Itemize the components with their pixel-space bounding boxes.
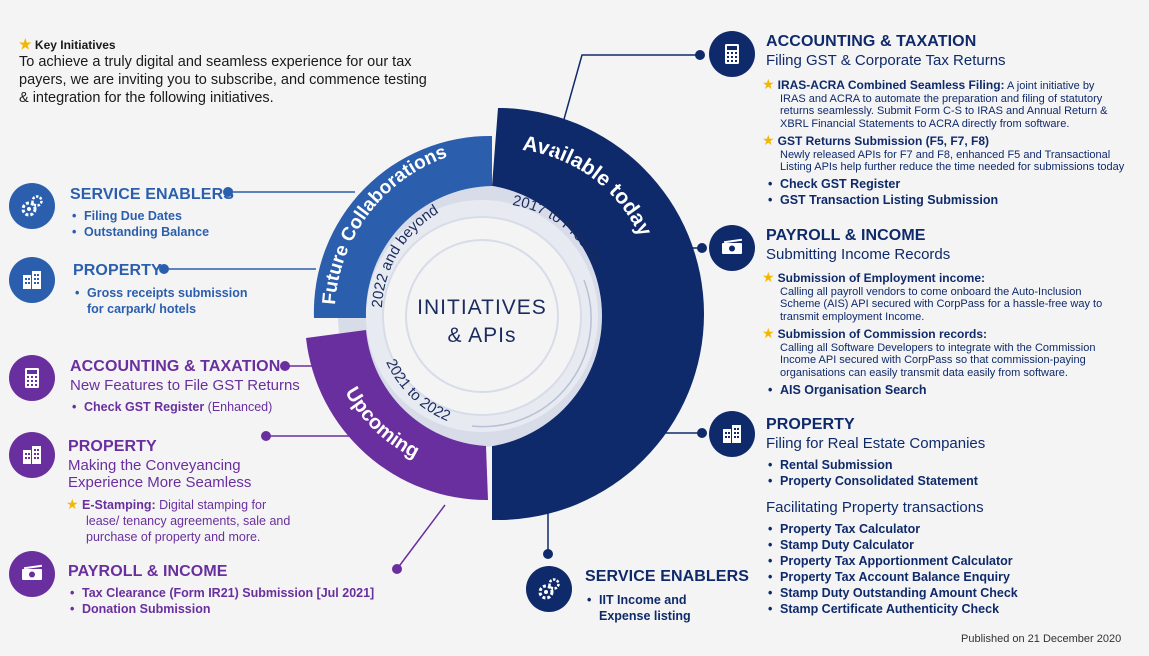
- left-accounting-subtitle: New Features to File GST Returns: [70, 377, 300, 394]
- right-property-subtitle: Filing for Real Estate Companies: [766, 435, 986, 452]
- right-accounting-list: Check GST Register GST Transaction Listi…: [766, 176, 998, 208]
- right-accounting: ACCOUNTING & TAXATION Filing GST & Corpo…: [766, 33, 1141, 69]
- list-item-cont: Expense listing: [599, 609, 691, 623]
- cash-icon: [9, 551, 55, 597]
- estamping-note: ★ E-Stamping: Digital stamping for lease…: [66, 497, 290, 545]
- list-item: Tax Clearance (Form IR21) Submission [Ju…: [68, 585, 374, 601]
- left-property-subtitle2: Experience More Seamless: [68, 474, 252, 491]
- left-property-future-title: PROPERTY: [73, 262, 162, 279]
- iras-title: IRAS-ACRA Combined Seamless Filing:: [777, 78, 1005, 92]
- calculator-icon: [709, 31, 755, 77]
- com-title: Submission of Commission records:: [777, 327, 987, 341]
- gst-text2: Listing APIs help further reduce the tim…: [780, 161, 1125, 173]
- gst-returns-note: ★ GST Returns Submission (F5, F7, F8) Ne…: [762, 133, 1142, 174]
- right-property: PROPERTY Filing for Real Estate Companie…: [766, 416, 1018, 617]
- iras-text1: A joint initiative by: [1004, 80, 1095, 92]
- star-icon: ★: [19, 36, 32, 52]
- center-title-line2: & APIs: [447, 324, 516, 347]
- list-item: Stamp Duty Outstanding Amount Check: [766, 585, 1018, 601]
- star-icon: ★: [762, 325, 775, 341]
- list-item: AIS Organisation Search: [766, 382, 927, 398]
- iras-text2: IRAS and ACRA to automate the preparatio…: [780, 92, 1103, 105]
- building-icon: [709, 411, 755, 457]
- cash-icon: [709, 225, 755, 271]
- list-item: Filing Due Dates: [70, 208, 234, 224]
- iras-text4: XBRL Financial Statements to ACRA direct…: [780, 117, 1070, 130]
- right-payroll-list: AIS Organisation Search: [766, 382, 927, 398]
- left-property-subtitle1: Making the Conveyancing: [68, 457, 241, 474]
- list-item: Stamp Duty Calculator: [766, 537, 1018, 553]
- emp-text1: Calling all payroll vendors to come onbo…: [780, 285, 1082, 298]
- gear-icon: [526, 566, 572, 612]
- left-property-upcoming-title: PROPERTY: [68, 438, 157, 455]
- list-item: GST Transaction Listing Submission: [766, 192, 998, 208]
- key-initiatives: ★ Key Initiatives To achieve a truly dig…: [19, 37, 429, 107]
- commission-note: ★ Submission of Commission records: Call…: [762, 326, 1142, 379]
- list-item: IIT Income and: [599, 593, 687, 607]
- star-icon: ★: [762, 269, 775, 285]
- left-accounting-title: ACCOUNTING & TAXATION: [70, 358, 281, 375]
- star-icon: ★: [66, 496, 79, 512]
- left-property-future: PROPERTY Gross receipts submission for ca…: [73, 262, 247, 317]
- iras-acra-note: ★ IRAS-ACRA Combined Seamless Filing: A …: [762, 77, 1142, 130]
- left-payroll-upcoming: PAYROLL & INCOME Tax Clearance (Form IR2…: [68, 563, 374, 617]
- list-item: Stamp Certificate Authenticity Check: [766, 601, 1018, 617]
- left-property-upcoming: PROPERTY Making the Conveyancing Experie…: [68, 438, 308, 491]
- emp-text2: Scheme (AIS) API secured with CorpPass f…: [780, 298, 1103, 310]
- iras-text3: returns seamlessly. Submit Form C-S to I…: [780, 105, 1108, 117]
- calculator-icon: [9, 355, 55, 401]
- list-item: Property Tax Apportionment Calculator: [766, 553, 1018, 569]
- list-item: Outstanding Balance: [70, 224, 234, 240]
- estamping-text3: purchase of property and more.: [86, 530, 261, 544]
- gst-title: GST Returns Submission (F5, F7, F8): [777, 134, 989, 148]
- key-initiatives-intro: To achieve a truly digital and seamless …: [19, 54, 427, 106]
- upcoming-segment: [306, 330, 488, 501]
- left-payroll-title: PAYROLL & INCOME: [68, 563, 228, 580]
- building-icon: [9, 432, 55, 478]
- right-property-title: PROPERTY: [766, 416, 855, 433]
- emp-text3: transmit employment Income.: [780, 310, 925, 323]
- list-item: Check GST Register: [84, 400, 205, 414]
- com-text2: Income API secured with CorpPass so that…: [780, 354, 1086, 366]
- connector-right-accounting: [539, 54, 700, 206]
- list-item: Property Consolidated Statement: [766, 473, 1018, 489]
- list-item: Gross receipts submission: [87, 286, 248, 300]
- emp-title: Submission of Employment income:: [777, 271, 985, 285]
- right-accounting-title: ACCOUNTING & TAXATION: [766, 33, 977, 50]
- building-icon: [9, 257, 55, 303]
- left-accounting-upcoming: ACCOUNTING & TAXATION New Features to Fi…: [70, 358, 300, 415]
- list-item-note: (Enhanced): [204, 400, 273, 414]
- right-accounting-subtitle: Filing GST & Corporate Tax Returns: [766, 52, 1006, 69]
- com-text3: organisations can easily transmit data e…: [780, 366, 1068, 379]
- estamping-text1: Digital stamping for: [155, 498, 267, 512]
- star-icon: ★: [762, 132, 775, 148]
- future-collaborations-segment: [313, 135, 492, 318]
- right-payroll-subtitle: Submitting Income Records: [766, 246, 951, 263]
- com-text1: Calling all Software Developers to integ…: [780, 341, 1096, 354]
- connector-left-payroll: [396, 504, 446, 570]
- center-title-line1: INITIATIVES: [417, 296, 547, 319]
- list-item: Property Tax Account Balance Enquiry: [766, 569, 1018, 585]
- published-date: Published on 21 December 2020: [961, 633, 1122, 645]
- list-item: Rental Submission: [766, 457, 1018, 473]
- key-initiatives-label: Key Initiatives: [34, 38, 116, 52]
- gst-text1: Newly released APIs for F7 and F8, enhan…: [780, 148, 1111, 161]
- gear-icon: [9, 183, 55, 229]
- list-item: Check GST Register: [766, 176, 998, 192]
- left-service-enablers: SERVICE ENABLERS Filing Due Dates Outsta…: [70, 186, 234, 240]
- left-service-enablers-title: SERVICE ENABLERS: [70, 186, 235, 203]
- employment-income-note: ★ Submission of Employment income: Calli…: [762, 270, 1142, 323]
- estamping-title: E-Stamping:: [82, 498, 156, 512]
- estamping-text2: lease/ tenancy agreements, sale and: [86, 514, 291, 528]
- star-icon: ★: [762, 76, 775, 92]
- right-property-subtitle2: Facilitating Property transactions: [766, 499, 984, 516]
- bottom-service-enablers-title: SERVICE ENABLERS: [585, 568, 750, 585]
- list-item: Property Tax Calculator: [766, 521, 1018, 537]
- list-item-cont: for carpark/ hotels: [87, 302, 197, 316]
- right-payroll-title: PAYROLL & INCOME: [766, 227, 926, 244]
- right-payroll: PAYROLL & INCOME Submitting Income Recor…: [766, 227, 950, 263]
- list-item: Donation Submission: [68, 601, 374, 617]
